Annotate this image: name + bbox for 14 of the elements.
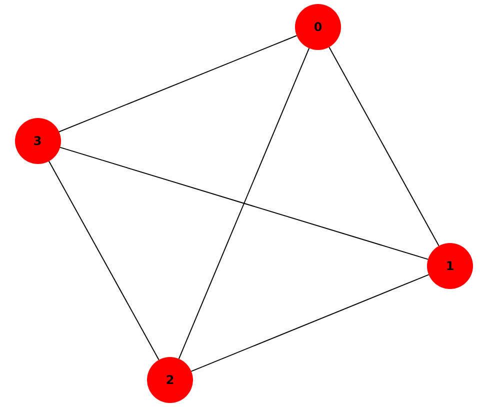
edge-line xyxy=(59,146,428,260)
edge-line xyxy=(190,274,430,372)
edge-line xyxy=(328,46,440,246)
node-circle xyxy=(427,243,473,289)
node-circle xyxy=(295,4,341,50)
node-label: 3 xyxy=(33,134,42,146)
node-label: 2 xyxy=(166,374,174,386)
node-circle xyxy=(147,357,193,403)
node-label: 1 xyxy=(446,260,454,272)
edge-line xyxy=(58,35,298,132)
node-circle xyxy=(14,118,60,164)
edge-line xyxy=(48,160,160,360)
edge-line xyxy=(178,48,310,360)
node-label: 0 xyxy=(314,21,322,33)
